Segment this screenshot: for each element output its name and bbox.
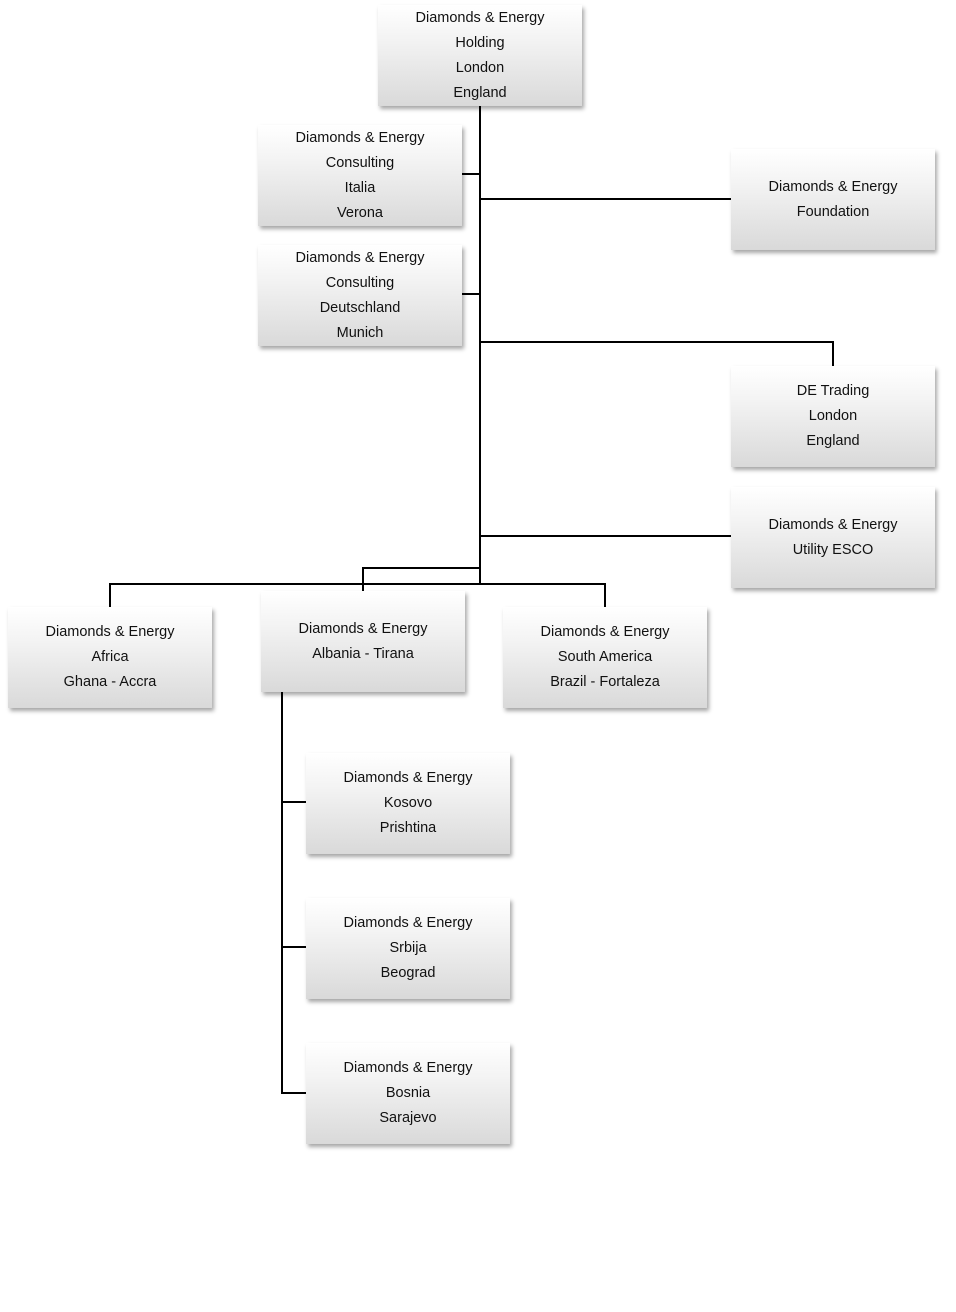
node-line: London	[808, 408, 858, 424]
node-line: Kosovo	[383, 795, 433, 811]
node-line: Deutschland	[319, 299, 401, 316]
node-line: Diamonds & Energy	[295, 249, 425, 266]
node-line: DE Trading	[796, 383, 870, 399]
node-bosnia: Diamonds & Energy Bosnia Sarajevo	[306, 1043, 510, 1144]
node-line: Foundation	[796, 203, 870, 220]
node-foundation: Diamonds & Energy Foundation	[731, 149, 935, 250]
node-line: Consulting	[325, 154, 395, 171]
node-line: Diamonds & Energy	[343, 1060, 473, 1076]
node-line: Prishtina	[379, 820, 437, 836]
node-line: Albania - Tirana	[312, 645, 414, 662]
node-line: Ghana - Accra	[63, 674, 157, 690]
node-line: England	[453, 84, 507, 101]
node-line: Diamonds & Energy	[540, 624, 670, 640]
node-line: Diamonds & Energy	[343, 915, 473, 931]
node-line: Beograd	[380, 965, 436, 981]
node-line: Diamonds & Energy	[298, 620, 428, 637]
node-line: Diamonds & Energy	[768, 516, 898, 533]
node-line: Brazil - Fortaleza	[550, 674, 660, 690]
node-kosovo: Diamonds & Energy Kosovo Prishtina	[306, 753, 510, 854]
node-line: Consulting	[325, 274, 395, 291]
node-line: England	[806, 433, 860, 449]
node-line: Holding	[455, 34, 505, 51]
node-line: Diamonds & Energy	[295, 129, 425, 146]
node-south-america: Diamonds & Energy South America Brazil -…	[503, 607, 707, 708]
node-line: Italia	[344, 179, 376, 196]
node-line: London	[455, 59, 505, 76]
node-line: Africa	[91, 649, 129, 665]
node-srbija: Diamonds & Energy Srbija Beograd	[306, 898, 510, 999]
node-line: Diamonds & Energy	[343, 770, 473, 786]
node-line: South America	[557, 649, 653, 665]
node-line: Utility ESCO	[792, 541, 874, 558]
node-line: Diamonds & Energy	[45, 624, 175, 640]
node-line: Verona	[337, 204, 383, 221]
node-consulting-deutschland: Diamonds & Energy Consulting Deutschland…	[258, 245, 462, 346]
node-consulting-italia: Diamonds & Energy Consulting Italia Vero…	[258, 125, 462, 226]
node-line: Diamonds & Energy	[768, 178, 898, 195]
node-de-trading: DE Trading London England	[731, 366, 935, 467]
node-africa: Diamonds & Energy Africa Ghana - Accra	[8, 607, 212, 708]
node-line: Bosnia	[385, 1085, 431, 1101]
node-albania: Diamonds & Energy Albania - Tirana	[261, 591, 465, 692]
node-line: Srbija	[389, 940, 427, 956]
node-line: Munich	[336, 324, 384, 341]
node-line: Diamonds & Energy	[415, 9, 545, 26]
node-utility-esco: Diamonds & Energy Utility ESCO	[731, 487, 935, 588]
node-line: Sarajevo	[379, 1110, 437, 1126]
node-holding: Diamonds & Energy Holding London England	[378, 5, 582, 106]
